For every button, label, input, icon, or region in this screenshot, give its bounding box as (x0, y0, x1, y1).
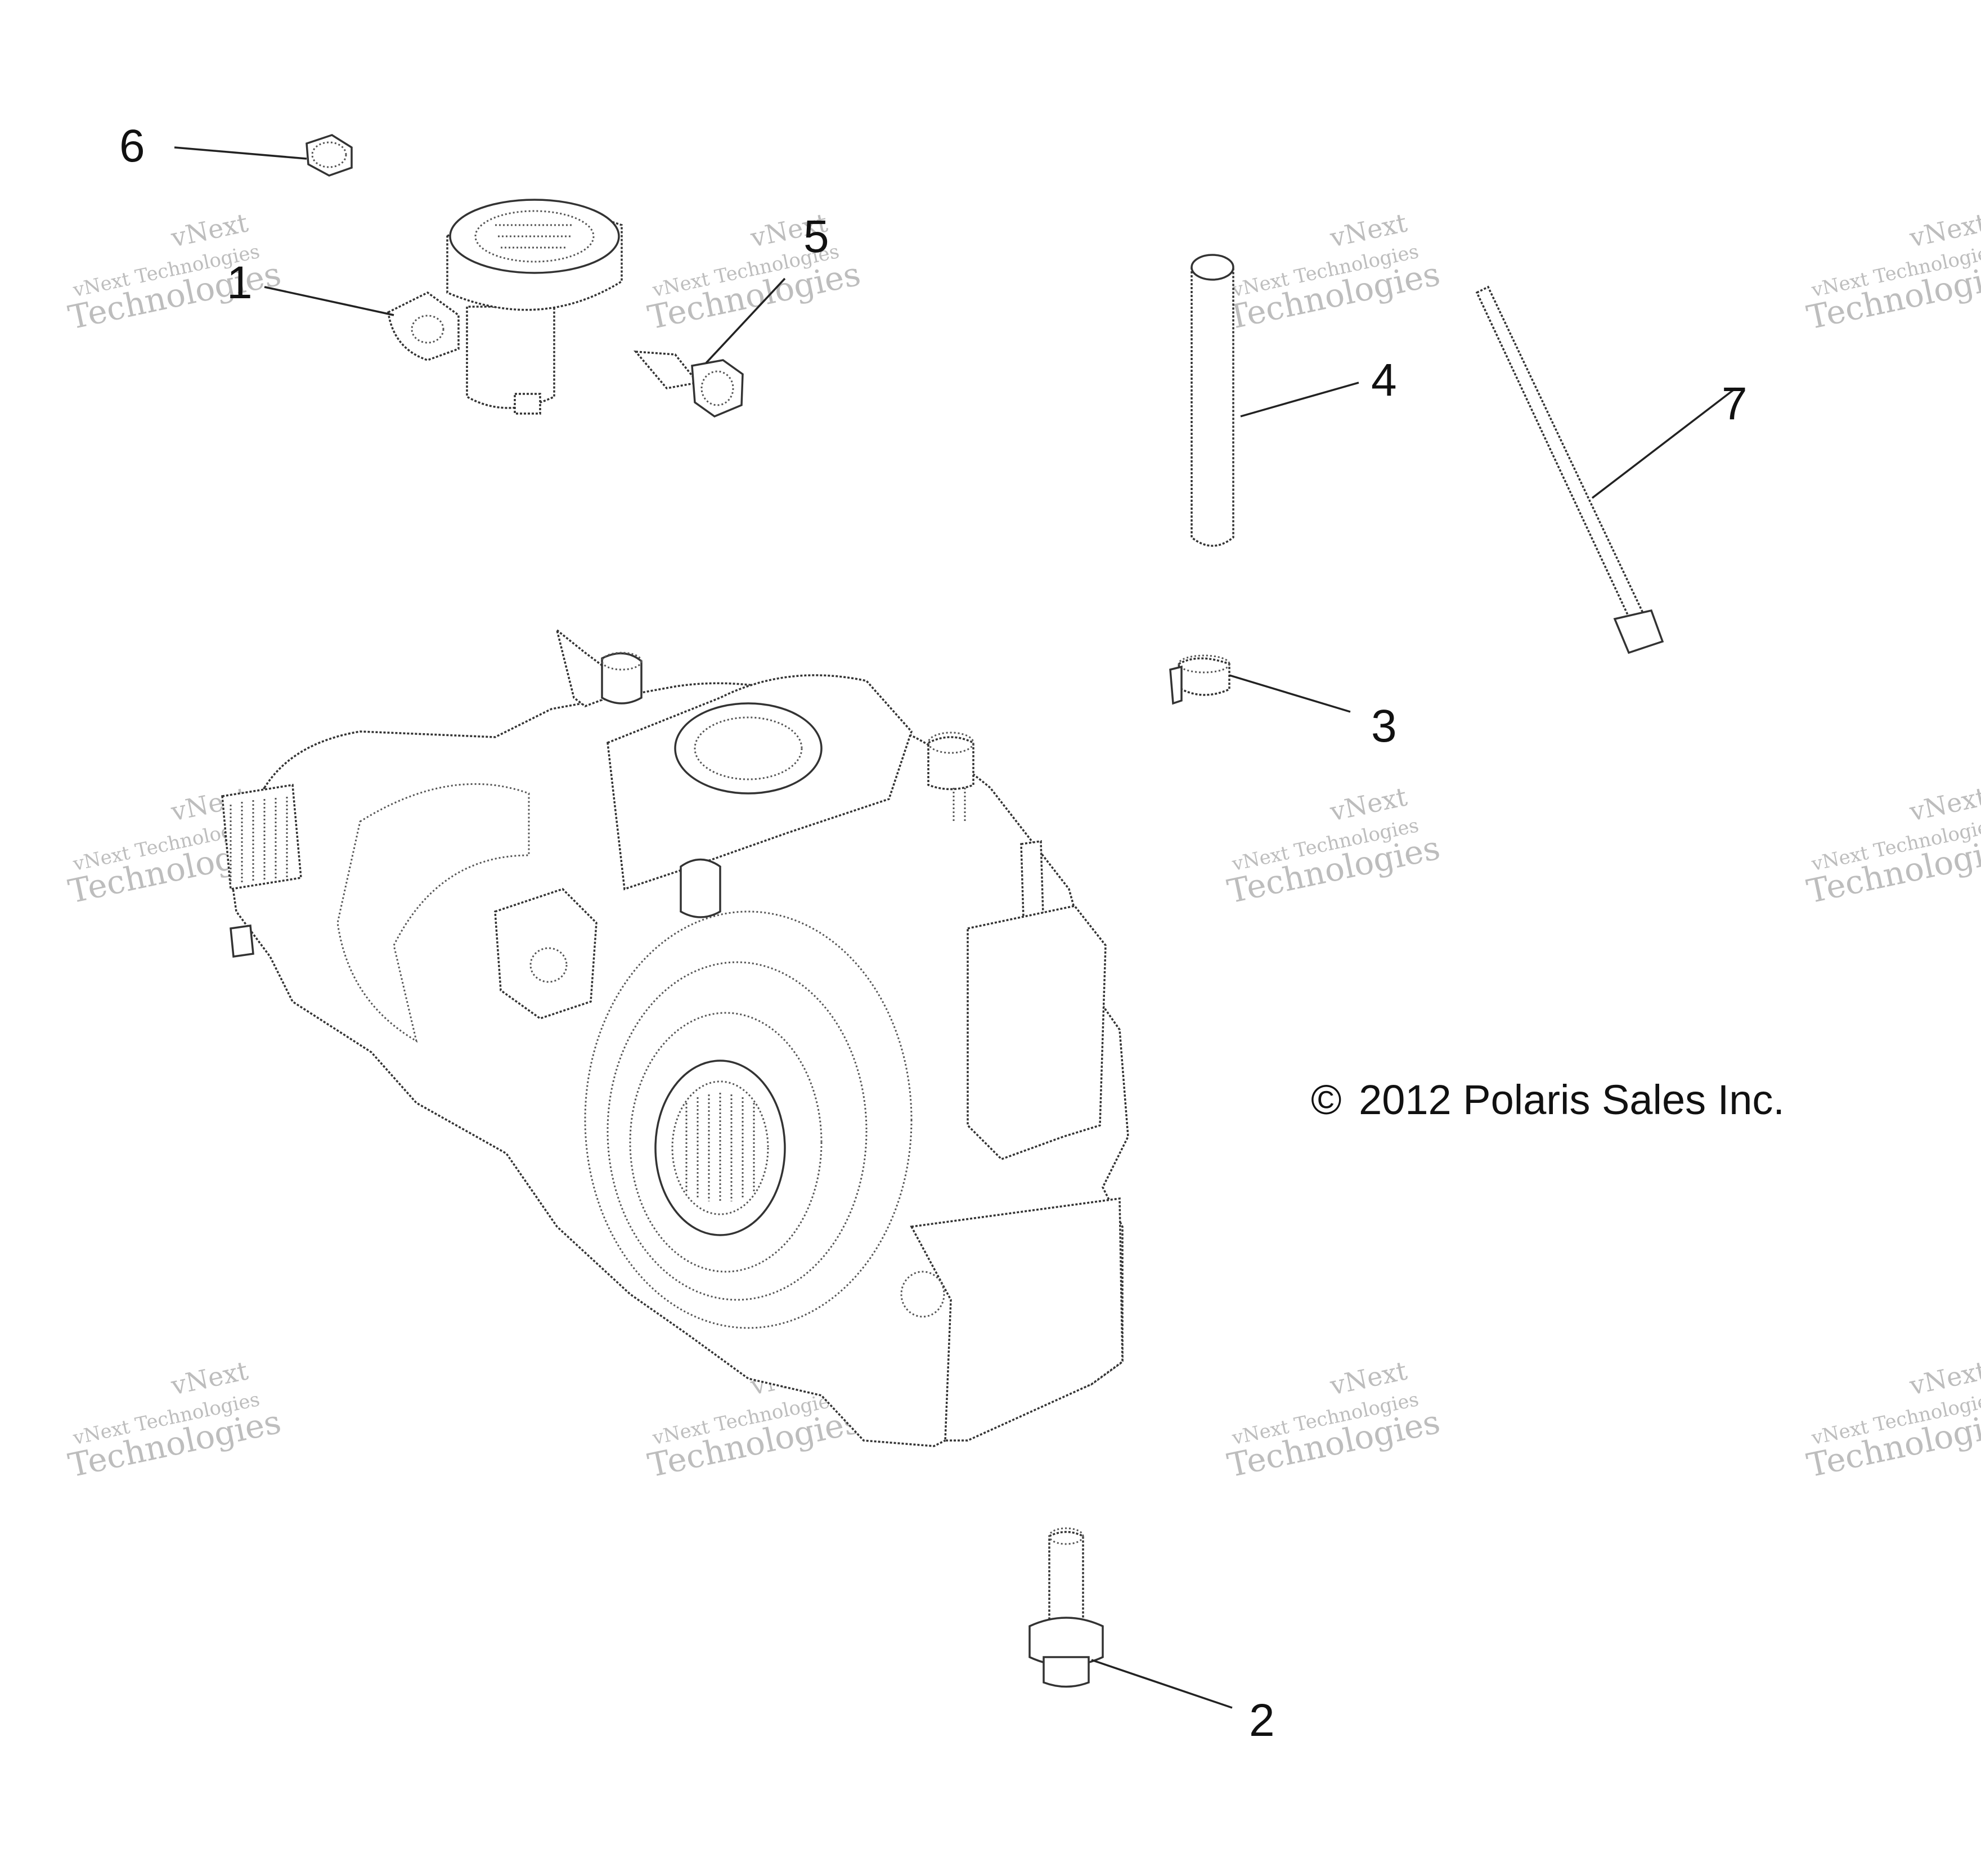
part-1-reservoir (264, 199, 623, 415)
gearcase-assembly (221, 627, 1129, 1447)
callout-6: 6 (119, 120, 145, 172)
callout-5: 5 (803, 211, 829, 262)
part-2-bolt (1028, 1527, 1233, 1709)
part-4-tube (1191, 254, 1359, 547)
part-6-flange-nut (174, 134, 353, 177)
part-5-screw (633, 277, 786, 418)
callout-1: 1 (227, 257, 253, 308)
copyright-notice: © 2012 Polaris Sales Inc. (1311, 1076, 1785, 1123)
callout-3: 3 (1371, 701, 1397, 752)
callout-2: 2 (1249, 1695, 1275, 1746)
callout-7: 7 (1722, 378, 1748, 429)
copyright-symbol: © (1311, 1076, 1342, 1123)
part-7-tie (1475, 285, 1737, 654)
callout-4: 4 (1371, 354, 1397, 406)
part-3-clamp (1169, 654, 1351, 713)
copyright-text: 2012 Polaris Sales Inc. (1359, 1076, 1785, 1123)
